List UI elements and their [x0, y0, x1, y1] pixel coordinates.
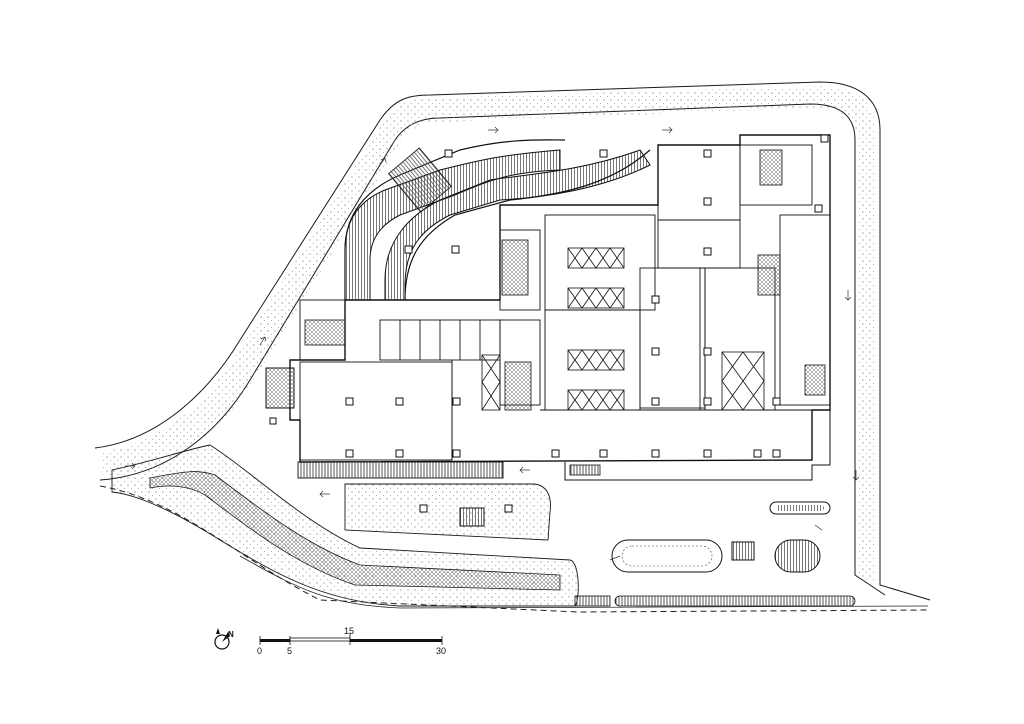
east-railing: [564, 400, 831, 481]
sidewalk-band-north: [100, 86, 876, 585]
scale-bar: 0 5 15 30: [257, 626, 446, 656]
scale-label-0: 0: [257, 646, 262, 656]
elevator-banks: [481, 247, 765, 411]
stairs: [265, 149, 826, 411]
dropoff-island: [344, 483, 551, 541]
scale-label-30: 30: [436, 646, 446, 656]
south-canopy: [297, 461, 504, 479]
curved-ramp: [344, 139, 651, 301]
scale-label-15: 15: [344, 626, 354, 636]
oval-planter-east: [611, 501, 831, 573]
hatched-planter-southwest: [149, 471, 561, 591]
structural-columns: [269, 134, 829, 513]
stair-south-island: [459, 507, 485, 527]
south-planter-band-west: [574, 595, 611, 607]
north-arrow-icon: N: [214, 628, 234, 650]
north-letter: N: [228, 630, 234, 639]
entry-mat: [569, 464, 601, 476]
restroom-block: [304, 319, 346, 346]
traffic-arrows: [125, 126, 860, 561]
road-edge-south: [239, 555, 929, 609]
south-planter-band: [614, 595, 856, 607]
interior-walls: [299, 144, 831, 461]
scale-label-5: 5: [287, 646, 292, 656]
